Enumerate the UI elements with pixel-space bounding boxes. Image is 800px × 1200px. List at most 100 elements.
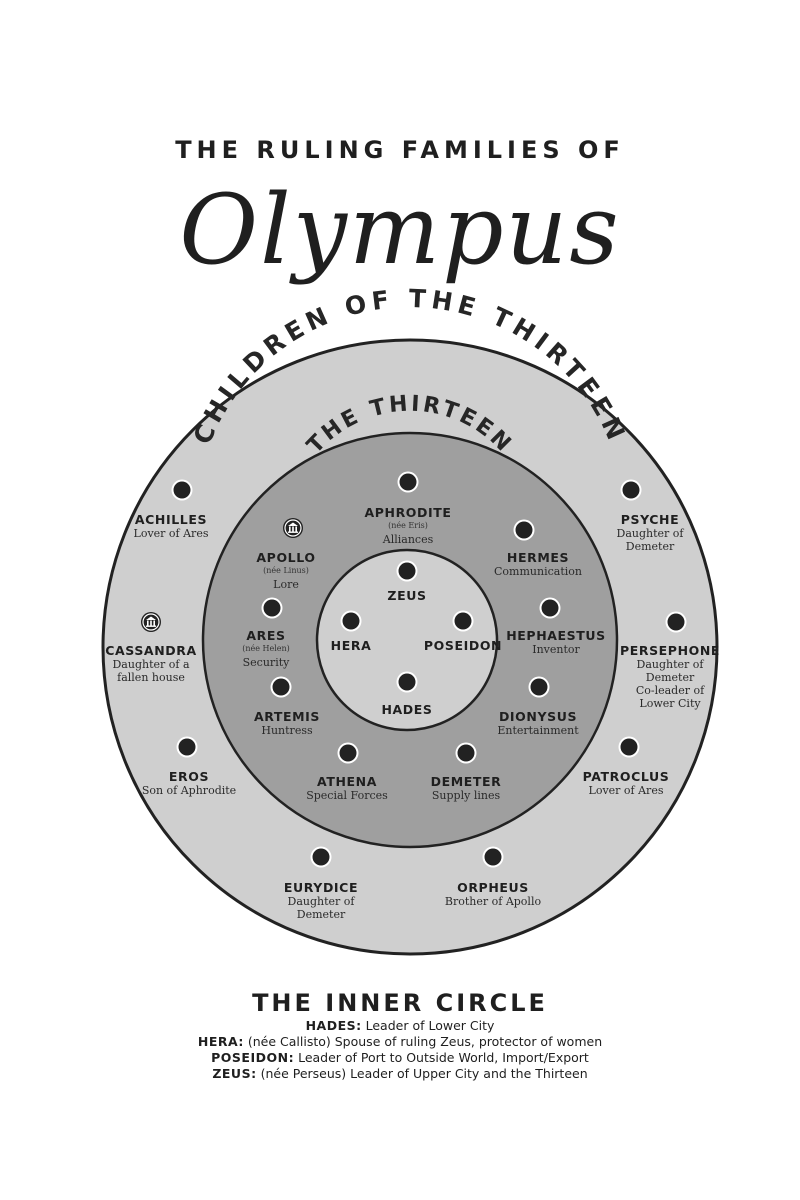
member-description: Lore [273,578,299,591]
member-name: HADES [381,702,432,717]
member-nee: (née Helen) [242,644,290,653]
member-description: Alliances [382,533,434,546]
temple-icon-column [292,526,294,532]
member-description: Lover of Ares [134,527,209,540]
page-title: Olympus [179,174,621,286]
member-dot [457,744,475,762]
member-dot [272,678,290,696]
member-description: Daughter of [637,658,705,671]
legend-entry-name: HERA: [197,1034,244,1049]
temple-icon-roof [288,522,298,526]
temple-icon [141,612,161,632]
legend-entry-text: Leader of Port to Outside World, Import/… [298,1050,589,1065]
temple-icon-column [147,620,149,626]
temple-icon-column [150,620,152,626]
member-dot [178,738,196,756]
legend-entry: ZEUS: (née Perseus) Leader of Upper City… [0,1066,800,1082]
member-name: ARES [246,628,285,643]
member-name: ZEUS [387,588,426,603]
temple-icon-ring [142,613,160,631]
legend-entry-text: Leader of Lower City [365,1018,495,1033]
member-dot [530,678,548,696]
member-name: POSEIDON [424,638,502,653]
member-dot [515,521,533,539]
member-dot [398,673,416,691]
member-dot [339,744,357,762]
thirteen-apollo: APOLLO(née Linus)Lore [256,518,315,591]
member-description: Demeter [297,908,346,921]
member-name: ARTEMIS [254,709,320,724]
legend-entry: POSEIDON: Leader of Port to Outside Worl… [0,1050,800,1066]
member-name: HERMES [507,550,569,565]
inner-hades: HADES [381,671,432,717]
member-description: Daughter of [288,895,356,908]
legend-entry: HADES: Leader of Lower City [0,1018,800,1034]
legend-entry-name: ZEUS: [212,1066,257,1081]
member-name: ACHILLES [135,512,207,527]
member-name: APOLLO [256,550,315,565]
member-name: HEPHAESTUS [506,628,606,643]
inner-poseidon: POSEIDON [424,610,502,653]
member-description: Supply lines [432,789,501,802]
member-description: Demeter [646,671,695,684]
member-description: Huntress [261,724,313,737]
member-name: DEMETER [431,774,502,789]
member-name: PSYCHE [621,512,680,527]
thirteen-members: APHRODITE(née Eris) Alliances APOLLO(née L… [242,471,606,802]
member-nee: (née Eris) [388,521,428,530]
member-description: Lover of Ares [589,784,664,797]
member-name: PATROCLUS [583,769,670,784]
member-description: Co-leader of [636,684,705,697]
legend-entry-name: HADES: [305,1018,362,1033]
legend-entry-text: (née Callisto) Spouse of ruling Zeus, pr… [247,1034,603,1049]
legend-title: THE INNER CIRCLE [252,989,548,1017]
legend-entry-name: POSEIDON: [211,1050,295,1065]
member-dot [454,612,472,630]
member-name: ORPHEUS [457,880,529,895]
member-description: Inventor [532,643,580,656]
member-description: Entertainment [497,724,579,737]
member-dot [398,562,416,580]
member-name: APHRODITE [364,505,451,520]
member-description: Demeter [626,540,675,553]
thirteen-aphrodite: APHRODITE(née Eris) Alliances [364,471,451,546]
inner-hera: HERA [331,610,371,653]
subtitle: THE RULING FAMILIES OF [175,136,625,164]
member-dot [622,481,640,499]
member-description: Special Forces [306,789,388,802]
member-description: Lower City [639,697,701,710]
member-dot [312,848,330,866]
temple-icon-column [289,526,291,532]
member-description: Daughter of [617,527,685,540]
member-dot [484,848,502,866]
legend-entry-text: (née Perseus) Leader of Upper City and t… [260,1066,588,1081]
member-name: PERSEPHONE [620,643,720,658]
temple-icon-base [146,625,156,627]
inner-zeus: ZEUS [387,560,426,603]
member-description: Security [243,656,290,669]
member-description: fallen house [117,671,185,684]
member-dot [620,738,638,756]
member-description: Communication [494,565,582,578]
member-name: CASSANDRA [105,643,197,658]
temple-icon [283,518,303,538]
member-dot [541,599,559,617]
temple-icon-base [288,531,298,533]
temple-icon-column [295,526,297,532]
